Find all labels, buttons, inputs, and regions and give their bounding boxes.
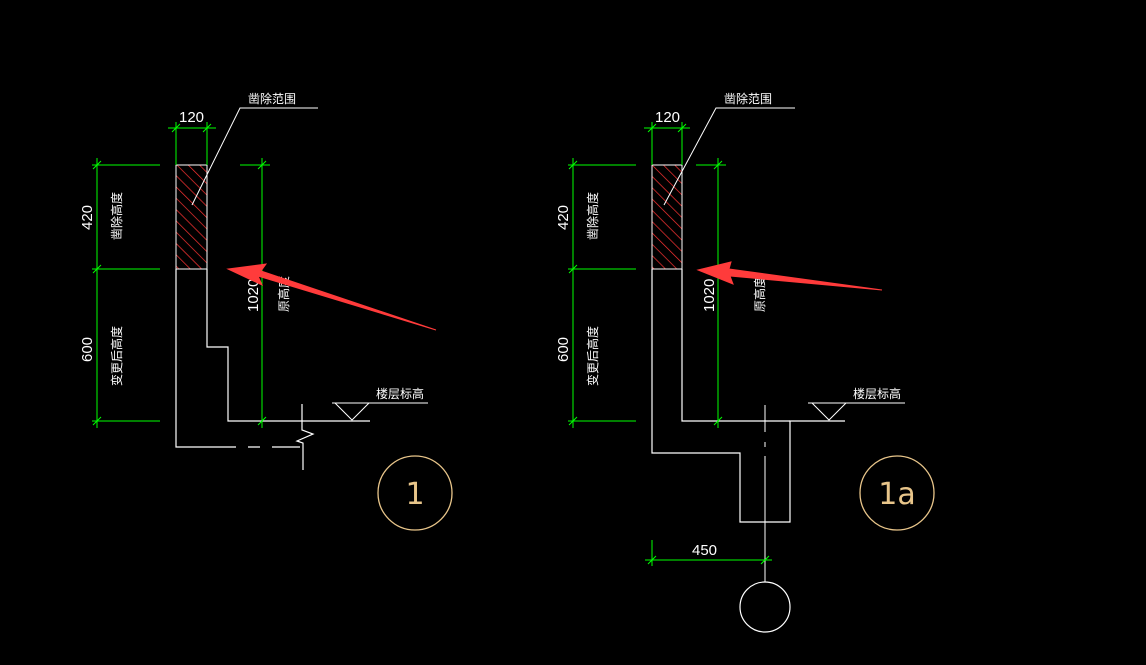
original-height-label: 原高度 (752, 276, 767, 312)
detail-tag-circle (859, 455, 935, 531)
dim-600-text: 600 (555, 337, 572, 362)
break-line (295, 404, 315, 470)
detail-1a: 450 凿除范围 120 420 凿除高度 600 变更后高度 (555, 91, 935, 633)
removal-leader (191, 107, 318, 206)
dim-120 (168, 122, 216, 165)
removal-area-hatch (651, 164, 683, 270)
dim-120-text: 120 (655, 109, 680, 126)
removal-area-hatch (175, 164, 208, 270)
floor-elevation-label: 楼层标高 (376, 386, 424, 401)
after-height-label: 变更后高度 (109, 326, 124, 386)
detail-tag-text: 1a (878, 477, 915, 512)
removal-range-label: 凿除范围 (724, 91, 772, 106)
floor-elevation-label: 楼层标高 (853, 386, 901, 401)
dim-420-text: 420 (79, 205, 96, 230)
dim-1020 (696, 158, 726, 428)
remove-height-label: 凿除高度 (585, 192, 600, 240)
red-arrow (696, 261, 883, 291)
wall-step-outline (206, 269, 370, 422)
red-arrow (226, 263, 437, 331)
detail-tag-circle (377, 455, 453, 531)
after-height-label: 变更后高度 (585, 326, 600, 386)
axis-circle (739, 581, 791, 633)
removal-leader (663, 107, 795, 206)
dim-420-text: 420 (555, 205, 572, 230)
dim-120-text: 120 (179, 109, 204, 126)
remove-height-label: 凿除高度 (109, 192, 124, 240)
dim-1020 (240, 158, 270, 428)
dim-600-text: 600 (79, 337, 96, 362)
floor-elevation-symbol (808, 402, 905, 421)
dim-chain-left (568, 158, 636, 428)
wall-inner-outline (681, 269, 790, 422)
detail-tag-text: 1 (405, 477, 424, 512)
wall-outline (651, 269, 845, 523)
dim-1020-text: 1020 (245, 279, 262, 312)
floor-elevation-symbol (332, 402, 428, 421)
dim-120 (644, 122, 690, 165)
detail-1: 凿除范围 120 420 凿除高度 600 变更后高度 (79, 91, 453, 531)
wall-outline (175, 269, 300, 448)
removal-range-label: 凿除范围 (248, 91, 296, 106)
dim-1020-text: 1020 (701, 279, 718, 312)
dim-chain-left (92, 158, 160, 428)
dim-450 (645, 540, 772, 566)
dim-450-text: 450 (692, 542, 717, 559)
